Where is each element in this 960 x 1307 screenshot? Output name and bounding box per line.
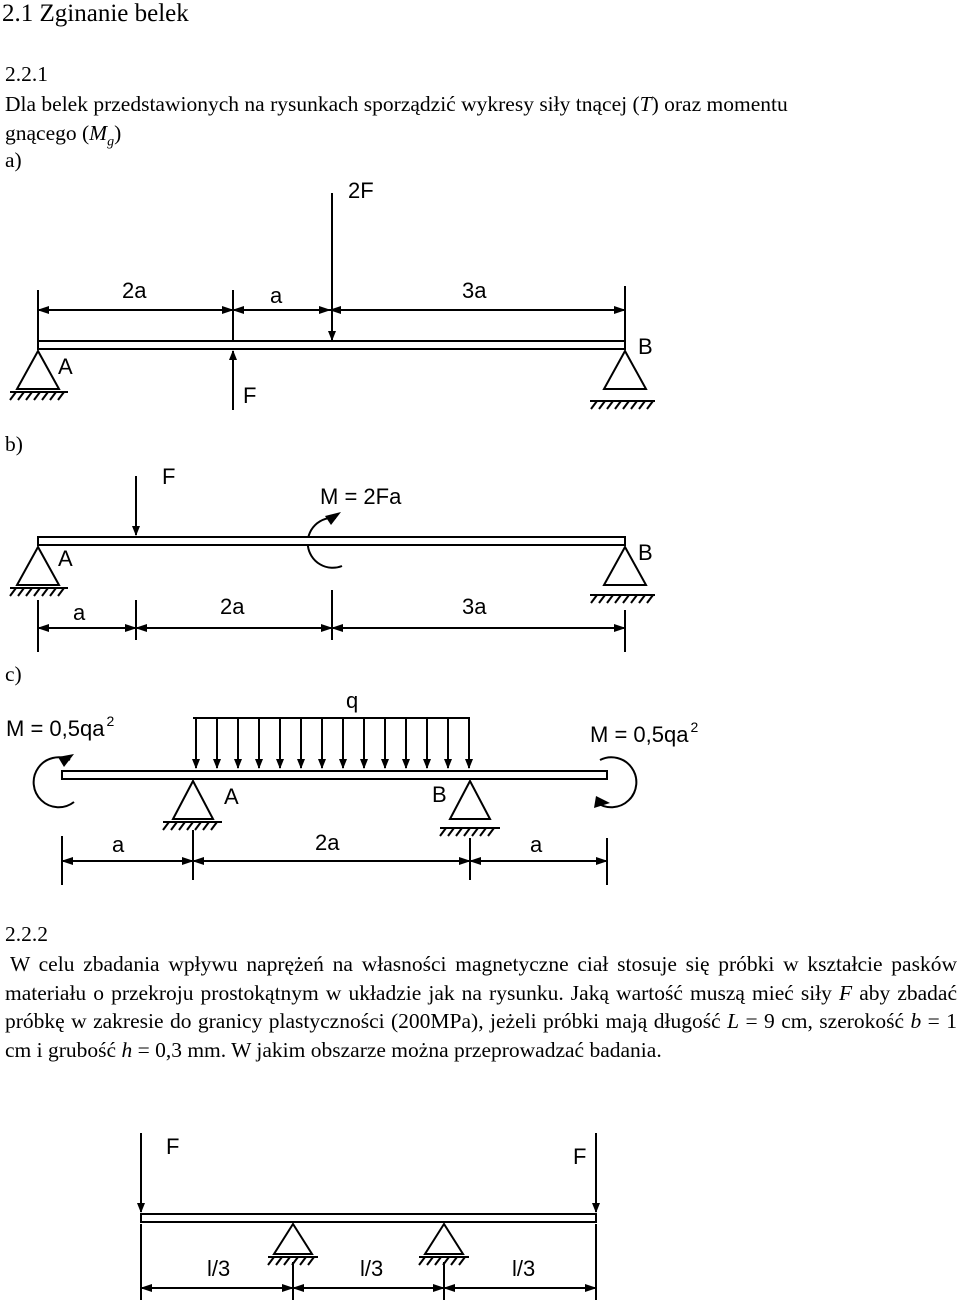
- figure-b-support-a: [9, 544, 68, 597]
- figure-d-dim-1: l/3: [207, 1256, 230, 1281]
- problem-2-text-3: = 9 cm, szerokość: [739, 1009, 911, 1033]
- figure-a-dim-2a: 2a: [122, 278, 147, 303]
- problem-2-text-4: = 1 cm i grubość: [5, 1009, 957, 1062]
- problem-2-text: W celu zbadania wpływu naprężeń na własn…: [5, 950, 957, 1064]
- figure-b-support-b: [590, 544, 655, 604]
- figure-c-distributed-load: [192, 717, 473, 769]
- shear-force-symbol: T: [639, 92, 652, 116]
- problem-2-text-5: = 0,3 mm. W jakim obszarze można przepro…: [132, 1037, 662, 1062]
- figure-c-dim-a-left: a: [112, 832, 125, 857]
- width-symbol: b: [910, 1009, 922, 1033]
- figure-b-label: b): [5, 432, 23, 456]
- figure-a-support-b-label: B: [638, 334, 653, 359]
- problem-1-text-end: ): [114, 120, 122, 145]
- figure-a-label: a): [5, 148, 22, 172]
- problem-2-number: 2.2.2: [5, 922, 48, 946]
- figure-b-beam: [37, 536, 626, 546]
- figure-a-support-a-label: A: [58, 354, 73, 379]
- figure-a-support-a: [9, 348, 68, 401]
- problem-1-text: Dla belek przedstawionych na rysunkach s…: [5, 90, 805, 156]
- problem-2-text-2: aby zbadać próbkę w zakresie do granicy …: [5, 980, 958, 1034]
- figure-d: F F l/3 l/3 l/3: [137, 1133, 600, 1300]
- figure-c-load-q-label: q: [346, 688, 358, 713]
- figure-b-dim-3a: 3a: [462, 594, 487, 619]
- figure-c-dim-a-right: a: [530, 832, 543, 857]
- figure-c-moment-left-arrow: [32, 754, 75, 809]
- figure-c-support-b: [439, 778, 500, 837]
- figure-d-support-left: [267, 1222, 318, 1266]
- figure-b-support-a-label: A: [58, 546, 73, 571]
- figure-a-beam: [37, 340, 626, 350]
- figure-c-moment-right-arrow: [594, 756, 638, 809]
- figure-a: 2a a 3a 2F F A B: [9, 178, 655, 410]
- figure-c-label: c): [5, 662, 22, 686]
- figure-a-dimension-line: [37, 286, 626, 345]
- figure-b-dim-2a: 2a: [220, 594, 245, 619]
- problem-1-text-main: Dla belek przedstawionych na rysunkach s…: [5, 92, 640, 116]
- figure-d-force-left-label: F: [166, 1134, 179, 1159]
- figure-c-beam: [61, 770, 608, 780]
- force-symbol: F: [839, 980, 853, 1005]
- figure-d-force-right-label: F: [573, 1144, 586, 1169]
- bending-moment-symbol: M: [89, 120, 108, 145]
- figure-c-dim-2a: 2a: [315, 830, 340, 855]
- figure-a-dim-3a: 3a: [462, 278, 487, 303]
- figure-b-dimension-line: [37, 590, 626, 652]
- figure-d-dim-3: l/3: [512, 1256, 535, 1281]
- figure-c-support-a-label: A: [224, 784, 239, 809]
- figure-d-support-right: [418, 1222, 469, 1266]
- problem-2-text-1: W celu zbadania wpływu naprężeń na własn…: [5, 952, 957, 1005]
- figure-a-dim-a: a: [270, 283, 283, 308]
- figure-a-force-f-label: F: [243, 383, 256, 408]
- figure-d-specimen-strip: [140, 1213, 597, 1223]
- figure-c-support-b-label: B: [432, 782, 447, 807]
- figure-c-support-a: [162, 778, 222, 831]
- section-title: 2.1 Zginanie belek: [2, 0, 189, 27]
- length-symbol: L: [727, 1009, 740, 1033]
- figure-b-dim-a: a: [73, 600, 86, 625]
- figure-b-moment-label: M = 2Fa: [320, 484, 402, 509]
- bending-moment-subscript: g: [107, 133, 115, 149]
- figure-b: F M = 2Fa A B: [9, 464, 655, 652]
- problem-1-text-mid: ) oraz momentu gnącego (: [5, 92, 788, 145]
- figure-a-support-b: [590, 348, 655, 410]
- figure-d-dimension-line: [140, 1224, 597, 1300]
- problem-1-number: 2.2.1: [5, 62, 48, 86]
- figure-c-dimension-line: [61, 830, 608, 885]
- figure-b-force-f-label: F: [162, 464, 175, 489]
- figure-a-force-2f-label: 2F: [348, 178, 374, 203]
- figure-d-dim-2: l/3: [360, 1256, 383, 1281]
- thickness-symbol: h: [121, 1037, 133, 1062]
- figure-b-support-b-label: B: [638, 540, 653, 565]
